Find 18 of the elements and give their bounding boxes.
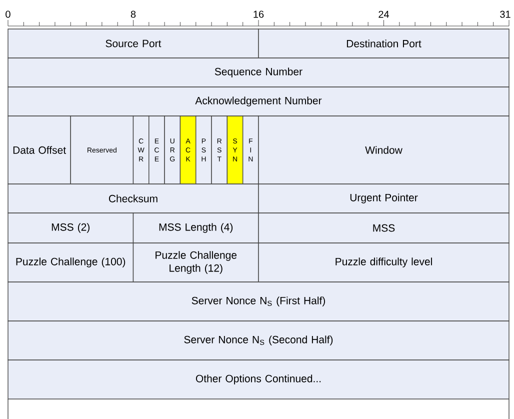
bit-number: 8	[130, 10, 136, 18]
field-cell: Puzzle Challenge Length (12)	[132, 242, 259, 282]
field-cell: Sequence Number	[8, 58, 510, 88]
field-cell: Puzzle difficulty level	[258, 242, 510, 282]
field-cell: Destination Port	[258, 28, 510, 58]
bit-number: 16	[254, 10, 264, 18]
field-cell: Data Offset	[8, 116, 71, 184]
bit-number: 0	[6, 10, 10, 18]
field-cell: Source Port	[8, 28, 259, 58]
field-cell: Other Options Continued...	[8, 360, 510, 400]
field-cell: Urgent Pointer	[258, 184, 510, 214]
field-cell: MSS (2)	[8, 212, 134, 244]
bit-number: 31	[500, 10, 510, 18]
field-cell: Puzzle Challenge (100)	[8, 242, 134, 282]
field-cell: Server Nonce N$_{S}$ (Second Half)	[8, 320, 510, 360]
field-cell: MSS Length (4)	[132, 212, 259, 244]
bit-number: 24	[378, 10, 390, 18]
field-cell: MSS	[258, 212, 510, 244]
